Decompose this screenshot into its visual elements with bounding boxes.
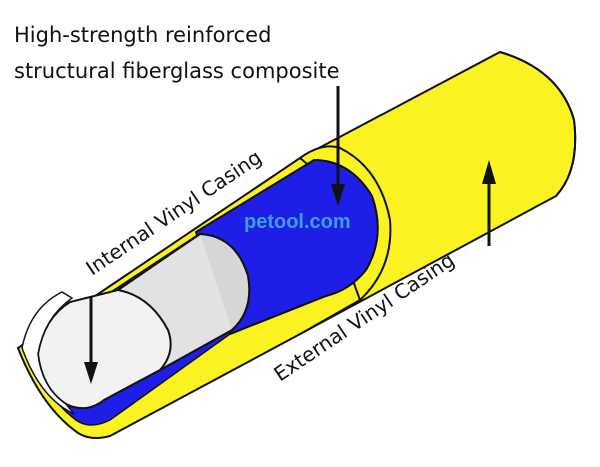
watermark-text: petool.com — [244, 211, 351, 233]
outer-casing-end — [499, 51, 577, 197]
fiberglass-label-line2: structural fiberglass composite — [14, 59, 340, 83]
internal-arrow — [84, 296, 98, 384]
fiberglass-arrow — [331, 86, 345, 206]
inner-casing-end — [199, 233, 251, 331]
sleeve-front-ring — [21, 291, 75, 415]
external-arrow — [482, 160, 496, 246]
internal-vinyl-casing — [21, 232, 251, 415]
fiberglass-label-line1: High-strength reinforced — [14, 23, 271, 47]
